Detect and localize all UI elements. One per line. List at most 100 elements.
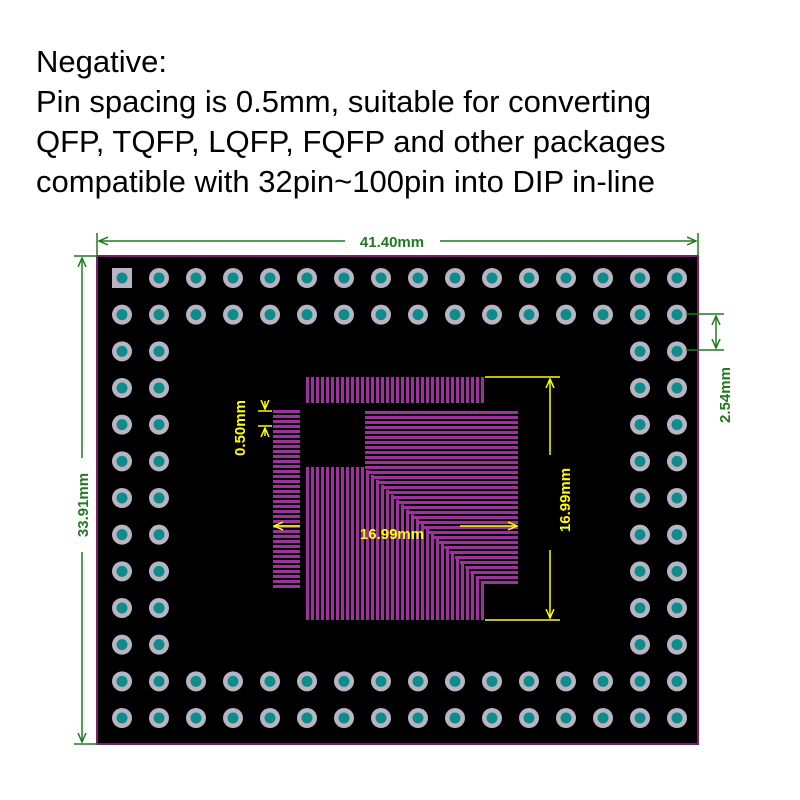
smd-pad-top — [411, 377, 414, 403]
smd-trace-vertical — [371, 474, 374, 620]
through-hole-drill — [153, 565, 165, 577]
smd-trace-vertical — [306, 467, 309, 620]
smd-pad-top — [336, 377, 339, 403]
smd-pad-top — [341, 377, 344, 403]
through-hole-drill — [671, 529, 683, 541]
smd-pad-top — [376, 377, 379, 403]
smd-pad-top — [446, 377, 449, 403]
smd-pad-top — [421, 377, 424, 403]
through-hole-drill — [671, 602, 683, 614]
smd-trace-vertical — [316, 467, 319, 620]
smd-pad-left — [273, 560, 300, 563]
smd-pad-top — [426, 377, 429, 403]
through-hole-pads — [112, 268, 687, 728]
smd-trace-vertical — [436, 538, 439, 620]
through-hole-drill — [634, 602, 646, 614]
through-hole-drill — [190, 675, 202, 687]
through-hole-drill — [375, 309, 387, 321]
caption-line-1: Pin spacing is 0.5mm, suitable for conve… — [36, 84, 652, 119]
smd-trace-vertical — [481, 583, 484, 620]
smd-trace-horizontal — [407, 511, 518, 514]
through-hole-drill — [153, 529, 165, 541]
through-hole-drill — [449, 712, 461, 724]
smd-trace-horizontal — [465, 566, 518, 569]
through-hole-drill — [597, 272, 609, 284]
smd-trace-vertical — [326, 467, 329, 620]
smd-trace-horizontal — [365, 461, 518, 464]
smd-pad-left — [273, 490, 300, 493]
through-hole-drill — [634, 309, 646, 321]
through-hole-drill — [116, 455, 128, 467]
smd-trace-vertical — [366, 469, 369, 620]
smd-trace-horizontal — [433, 536, 518, 539]
smd-pad-top — [451, 377, 454, 403]
smd-trace-horizontal — [376, 481, 518, 484]
through-hole-drill — [486, 272, 498, 284]
smd-pad-left — [273, 520, 300, 523]
through-hole-drill — [153, 602, 165, 614]
through-hole-drill — [116, 419, 128, 431]
smd-trace-horizontal — [449, 551, 518, 554]
smd-pad-top — [361, 377, 364, 403]
smd-pad-top — [316, 377, 319, 403]
smd-trace-vertical — [351, 467, 354, 620]
through-hole-drill — [264, 272, 276, 284]
through-hole-drill — [116, 345, 128, 357]
through-hole-drill — [375, 712, 387, 724]
through-hole-drill — [153, 382, 165, 394]
smd-trace-vertical — [336, 467, 339, 620]
through-hole-drill — [153, 345, 165, 357]
smd-trace-horizontal — [475, 576, 518, 579]
smd-trace-vertical — [321, 467, 324, 620]
smd-pad-left — [273, 570, 300, 573]
through-hole-drill — [671, 639, 683, 651]
smd-pad-top — [331, 377, 334, 403]
smd-pad-left — [273, 450, 300, 453]
through-hole-drill — [634, 272, 646, 284]
smd-trace-horizontal — [470, 571, 518, 574]
through-hole-drill — [671, 272, 683, 284]
through-hole-drill — [671, 309, 683, 321]
smd-trace-vertical — [431, 533, 434, 620]
through-hole-drill — [375, 272, 387, 284]
through-hole-drill — [486, 309, 498, 321]
pin1-hole — [116, 272, 128, 284]
smd-pad-left — [273, 455, 300, 458]
smd-pad-left — [273, 445, 300, 448]
smd-pad-left — [273, 475, 300, 478]
through-hole-drill — [190, 309, 202, 321]
smd-trace-horizontal — [365, 411, 518, 414]
through-hole-drill — [671, 492, 683, 504]
through-hole-drill — [153, 455, 165, 467]
smd-trace-vertical — [441, 543, 444, 620]
through-hole-drill — [486, 675, 498, 687]
smd-trace-horizontal — [402, 506, 518, 509]
smd-trace-horizontal — [365, 421, 518, 424]
smd-pad-top — [476, 377, 479, 403]
smd-trace-horizontal — [365, 446, 518, 449]
smd-pad-left — [273, 465, 300, 468]
smd-trace-horizontal — [365, 416, 518, 419]
pin-pitch-label: 2.54mm — [717, 367, 734, 423]
smd-trace-vertical — [416, 519, 419, 620]
through-hole-drill — [227, 712, 239, 724]
smd-pad-left — [273, 535, 300, 538]
caption-heading: Negative: — [36, 44, 167, 79]
through-hole-drill — [634, 639, 646, 651]
smd-trace-horizontal — [392, 496, 518, 499]
smd-trace-vertical — [391, 494, 394, 620]
through-hole-drill — [227, 272, 239, 284]
smd-pad-top — [471, 377, 474, 403]
through-hole-drill — [153, 309, 165, 321]
through-hole-drill — [338, 712, 350, 724]
through-hole-drill — [338, 272, 350, 284]
through-hole-drill — [227, 675, 239, 687]
smd-pad-left — [273, 425, 300, 428]
smd-pad-left — [273, 580, 300, 583]
smd-trace-horizontal — [439, 541, 518, 544]
smd-trace-horizontal — [365, 426, 518, 429]
qfp-footprint — [273, 377, 518, 620]
smd-pad-top — [356, 377, 359, 403]
pad-pitch-dimension: 0.50mm — [232, 400, 272, 456]
smd-trace-vertical — [376, 479, 379, 620]
